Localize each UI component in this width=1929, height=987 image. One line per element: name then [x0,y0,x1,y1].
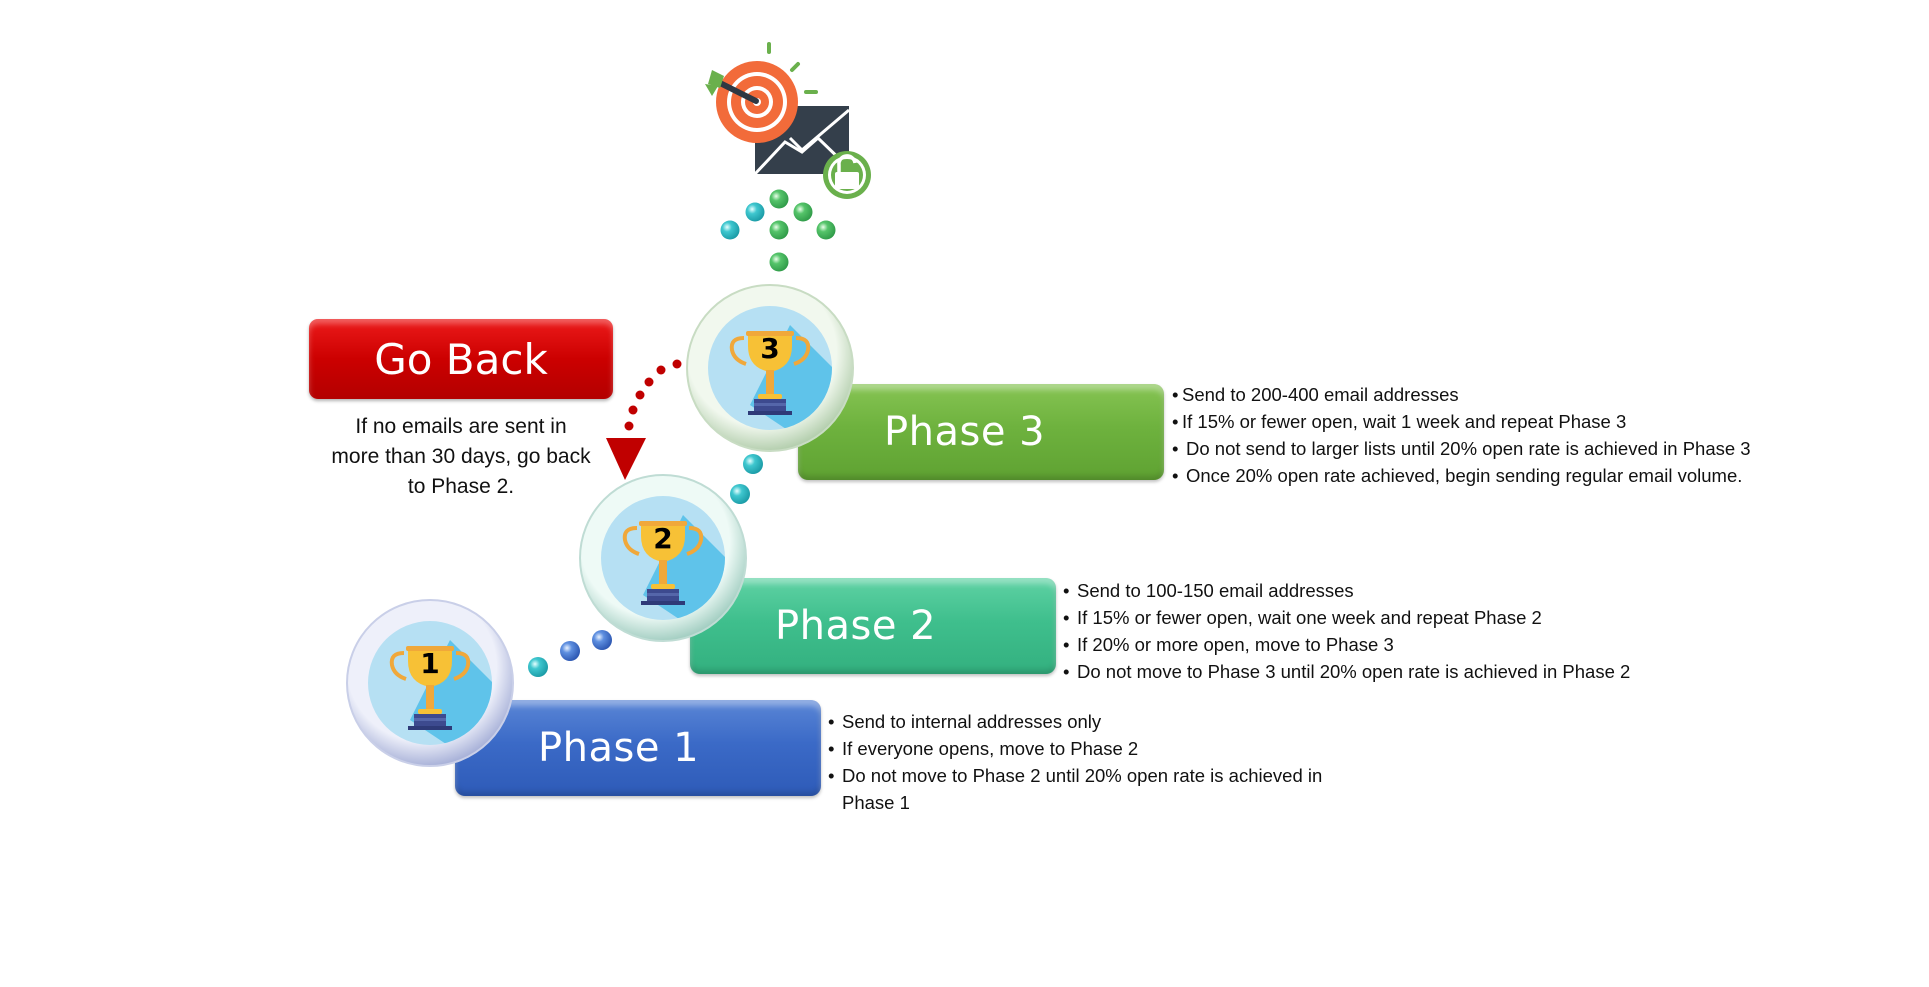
go-back-arrow [606,359,682,480]
phase-1-label: Phase 1 [538,725,700,771]
phase-1-bar[interactable]: Phase 1 [455,700,821,796]
phase-2-bullets: Send to 100-150 email addresses If 15% o… [1063,577,1630,685]
phase-3-label: Phase 3 [884,409,1046,455]
phase-3-bar[interactable]: Phase 3 [798,384,1164,480]
phase-2-bar[interactable]: Phase 2 [690,578,1056,674]
phase-1-bullets: Send to internal addresses only If every… [828,708,1362,816]
go-back-note: If no emails are sent in more than 30 da… [331,415,591,498]
sparkle-lines [767,42,818,94]
bullet-item: Once 20% open rate achieved, begin sendi… [1172,462,1751,489]
bullet-item: If 20% or more open, move to Phase 3 [1063,631,1630,658]
go-back-button[interactable]: Go Back [309,319,613,399]
bullet-item: If 15% or fewer open, wait 1 week and re… [1172,408,1751,435]
bead-connector-2-3 [730,454,763,504]
bullet-item: Do not move to Phase 2 until 20% open ra… [828,762,1362,816]
email-target-unlock-icon [705,42,871,199]
bullet-item: Send to 100-150 email addresses [1063,577,1630,604]
bead-connector-1-2 [528,630,612,677]
target-icon [705,61,798,143]
phase-3-bullets: Send to 200-400 email addresses If 15% o… [1172,381,1751,489]
bullet-item: Do not send to larger lists until 20% op… [1172,435,1751,462]
unlock-icon [823,151,871,199]
go-back-label: Go Back [374,334,548,384]
bullet-item: Send to 200-400 email addresses [1172,381,1751,408]
phase-2-label: Phase 2 [775,603,937,649]
bead-arrow-up [720,189,836,272]
bullet-item: Do not move to Phase 3 until 20% open ra… [1063,658,1630,685]
arrowhead-icon [606,438,646,480]
bullet-item: If everyone opens, move to Phase 2 [828,735,1362,762]
bullet-item: If 15% or fewer open, wait one week and … [1063,604,1630,631]
bullet-item: Send to internal addresses only [828,708,1362,735]
